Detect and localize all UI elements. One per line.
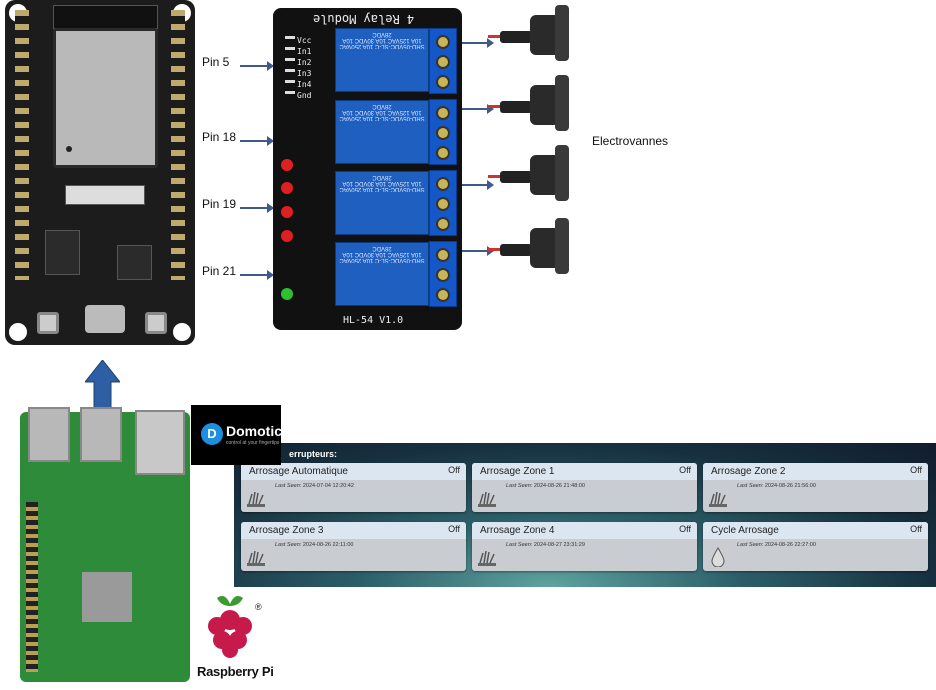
- switch-name: Cycle Arrosage: [711, 525, 779, 536]
- last-seen: Last Seen: 2024-08-26 21:48:00: [506, 483, 585, 489]
- power-led-icon: [281, 288, 293, 300]
- last-seen: Last Seen: 2024-08-26 21:56:00: [737, 483, 816, 489]
- arrow-icon: [462, 38, 494, 48]
- arrow-icon: [240, 270, 274, 280]
- boot-button: [145, 312, 167, 334]
- esp32-board: [5, 0, 195, 345]
- switch-name: Arrosage Zone 3: [249, 525, 324, 536]
- switch-state: Off: [910, 524, 922, 534]
- svg-text:®: ®: [255, 602, 262, 612]
- usb-port: [85, 305, 125, 333]
- switch-state: Off: [679, 524, 691, 534]
- solenoid-valve-icon: [488, 145, 572, 201]
- grass-sprinkler-icon[interactable]: [246, 488, 266, 508]
- en-button: [37, 312, 59, 334]
- relay: SRD-05VDC-SL-C 10A 250VAC 10A 125VAC 10A…: [335, 100, 429, 164]
- switch-state: Off: [910, 465, 922, 475]
- relay: SRD-05VDC-SL-C 10A 250VAC 10A 125VAC 10A…: [335, 171, 429, 235]
- relay-module-footer: HL-54 V1.0: [343, 315, 404, 326]
- raspberry-pi-board: [20, 407, 190, 682]
- switch-name: Arrosage Zone 1: [480, 466, 555, 477]
- section-title: errupteurs:: [289, 449, 338, 459]
- arrow-icon: [240, 61, 274, 71]
- raspberry-pi-label: Raspberry Pi: [197, 664, 274, 679]
- solenoid-valve-icon: [488, 75, 572, 131]
- arrow-icon: [462, 180, 494, 190]
- grass-sprinkler-icon[interactable]: [477, 547, 497, 567]
- up-arrow-icon: [85, 360, 120, 430]
- solenoid-valve-icon: [488, 5, 572, 61]
- arrow-icon: [240, 136, 274, 146]
- last-seen: Last Seen: 2024-08-26 22:27:00: [737, 542, 816, 548]
- switch-name: Arrosage Automatique: [249, 466, 348, 477]
- pin-label: Pin 21: [202, 264, 237, 278]
- grass-sprinkler-icon[interactable]: [708, 488, 728, 508]
- switch-state: Off: [448, 465, 460, 475]
- led-icon: [281, 230, 293, 242]
- switch-name: Arrosage Zone 4: [480, 525, 555, 536]
- arrow-icon: [240, 203, 274, 213]
- pin-label: Pin 19: [202, 197, 237, 211]
- pin-label: Pin 18: [202, 130, 237, 144]
- relay-module-title: 4 Relay Module: [313, 12, 415, 26]
- valves-label: Electrovannes: [592, 134, 669, 148]
- last-seen: Last Seen: 2024-07-04 12:20:42: [275, 483, 354, 489]
- arrow-icon: [462, 104, 494, 114]
- switch-state: Off: [679, 465, 691, 475]
- relay: SRD-05VDC-SL-C 10A 250VAC 10A 125VAC 10A…: [335, 242, 429, 306]
- raspberry-pi-logo: ®: [208, 596, 262, 658]
- last-seen: Last Seen: 2024-08-27 23:31:29: [506, 542, 585, 548]
- last-seen: Last Seen: 2024-08-26 22:11:00: [275, 542, 354, 548]
- grass-sprinkler-icon[interactable]: [477, 488, 497, 508]
- led-icon: [281, 159, 293, 171]
- led-icon: [281, 182, 293, 194]
- switch-state: Off: [448, 524, 460, 534]
- led-icon: [281, 206, 293, 218]
- arrow-icon: [462, 246, 494, 256]
- water-drop-icon[interactable]: [708, 547, 728, 567]
- relay: SRD-05VDC-SL-C 10A 250VAC 10A 125VAC 10A…: [335, 28, 429, 92]
- switch-name: Arrosage Zone 2: [711, 466, 786, 477]
- pin-label: Pin 5: [202, 55, 230, 69]
- solenoid-valve-icon: [488, 218, 572, 274]
- grass-sprinkler-icon[interactable]: [246, 547, 266, 567]
- domoticz-logo: D Domoticz control at your fingertips: [191, 405, 289, 465]
